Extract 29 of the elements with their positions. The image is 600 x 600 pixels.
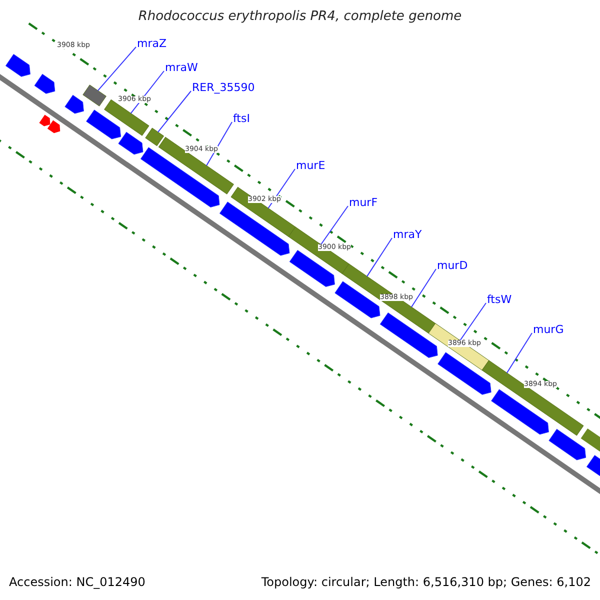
leader-line: [97, 46, 136, 92]
leader-line: [460, 302, 486, 341]
gene-bar: [230, 186, 296, 237]
leader-line: [268, 168, 296, 209]
gene-bar: [158, 136, 234, 194]
gene-label: RER_35590: [192, 82, 255, 94]
leader-line: [158, 90, 192, 133]
gene-label: murE: [296, 160, 326, 172]
leader-line: [366, 238, 392, 277]
title: Rhodococcus erythropolis PR4, complete genome: [137, 9, 463, 24]
gene-label: mraZ: [137, 38, 167, 50]
leader-line: [506, 332, 532, 374]
leader-line: [411, 268, 436, 308]
gene-label: ftsI: [233, 113, 250, 126]
gene-label: mraW: [165, 62, 198, 74]
gene-bar: [82, 84, 106, 106]
genome-info-text: Topology: circular; Length: 6,516,310 bp; Genes: 6,102: [261, 575, 591, 589]
gene-label: murF: [349, 197, 378, 210]
accession-text: Accession: NC_012490: [9, 575, 146, 589]
gene-label: mraY: [393, 229, 422, 242]
gene-label: ftsW: [487, 294, 512, 306]
gene-label: murG: [533, 324, 564, 336]
gene-bar: [482, 360, 584, 436]
gene-bar: [288, 226, 350, 274]
leader-line: [130, 70, 164, 114]
gene-label: murD: [437, 260, 468, 272]
leader-line: [320, 206, 348, 245]
coding-region-block: [140, 147, 220, 208]
leader-line: [206, 122, 232, 166]
